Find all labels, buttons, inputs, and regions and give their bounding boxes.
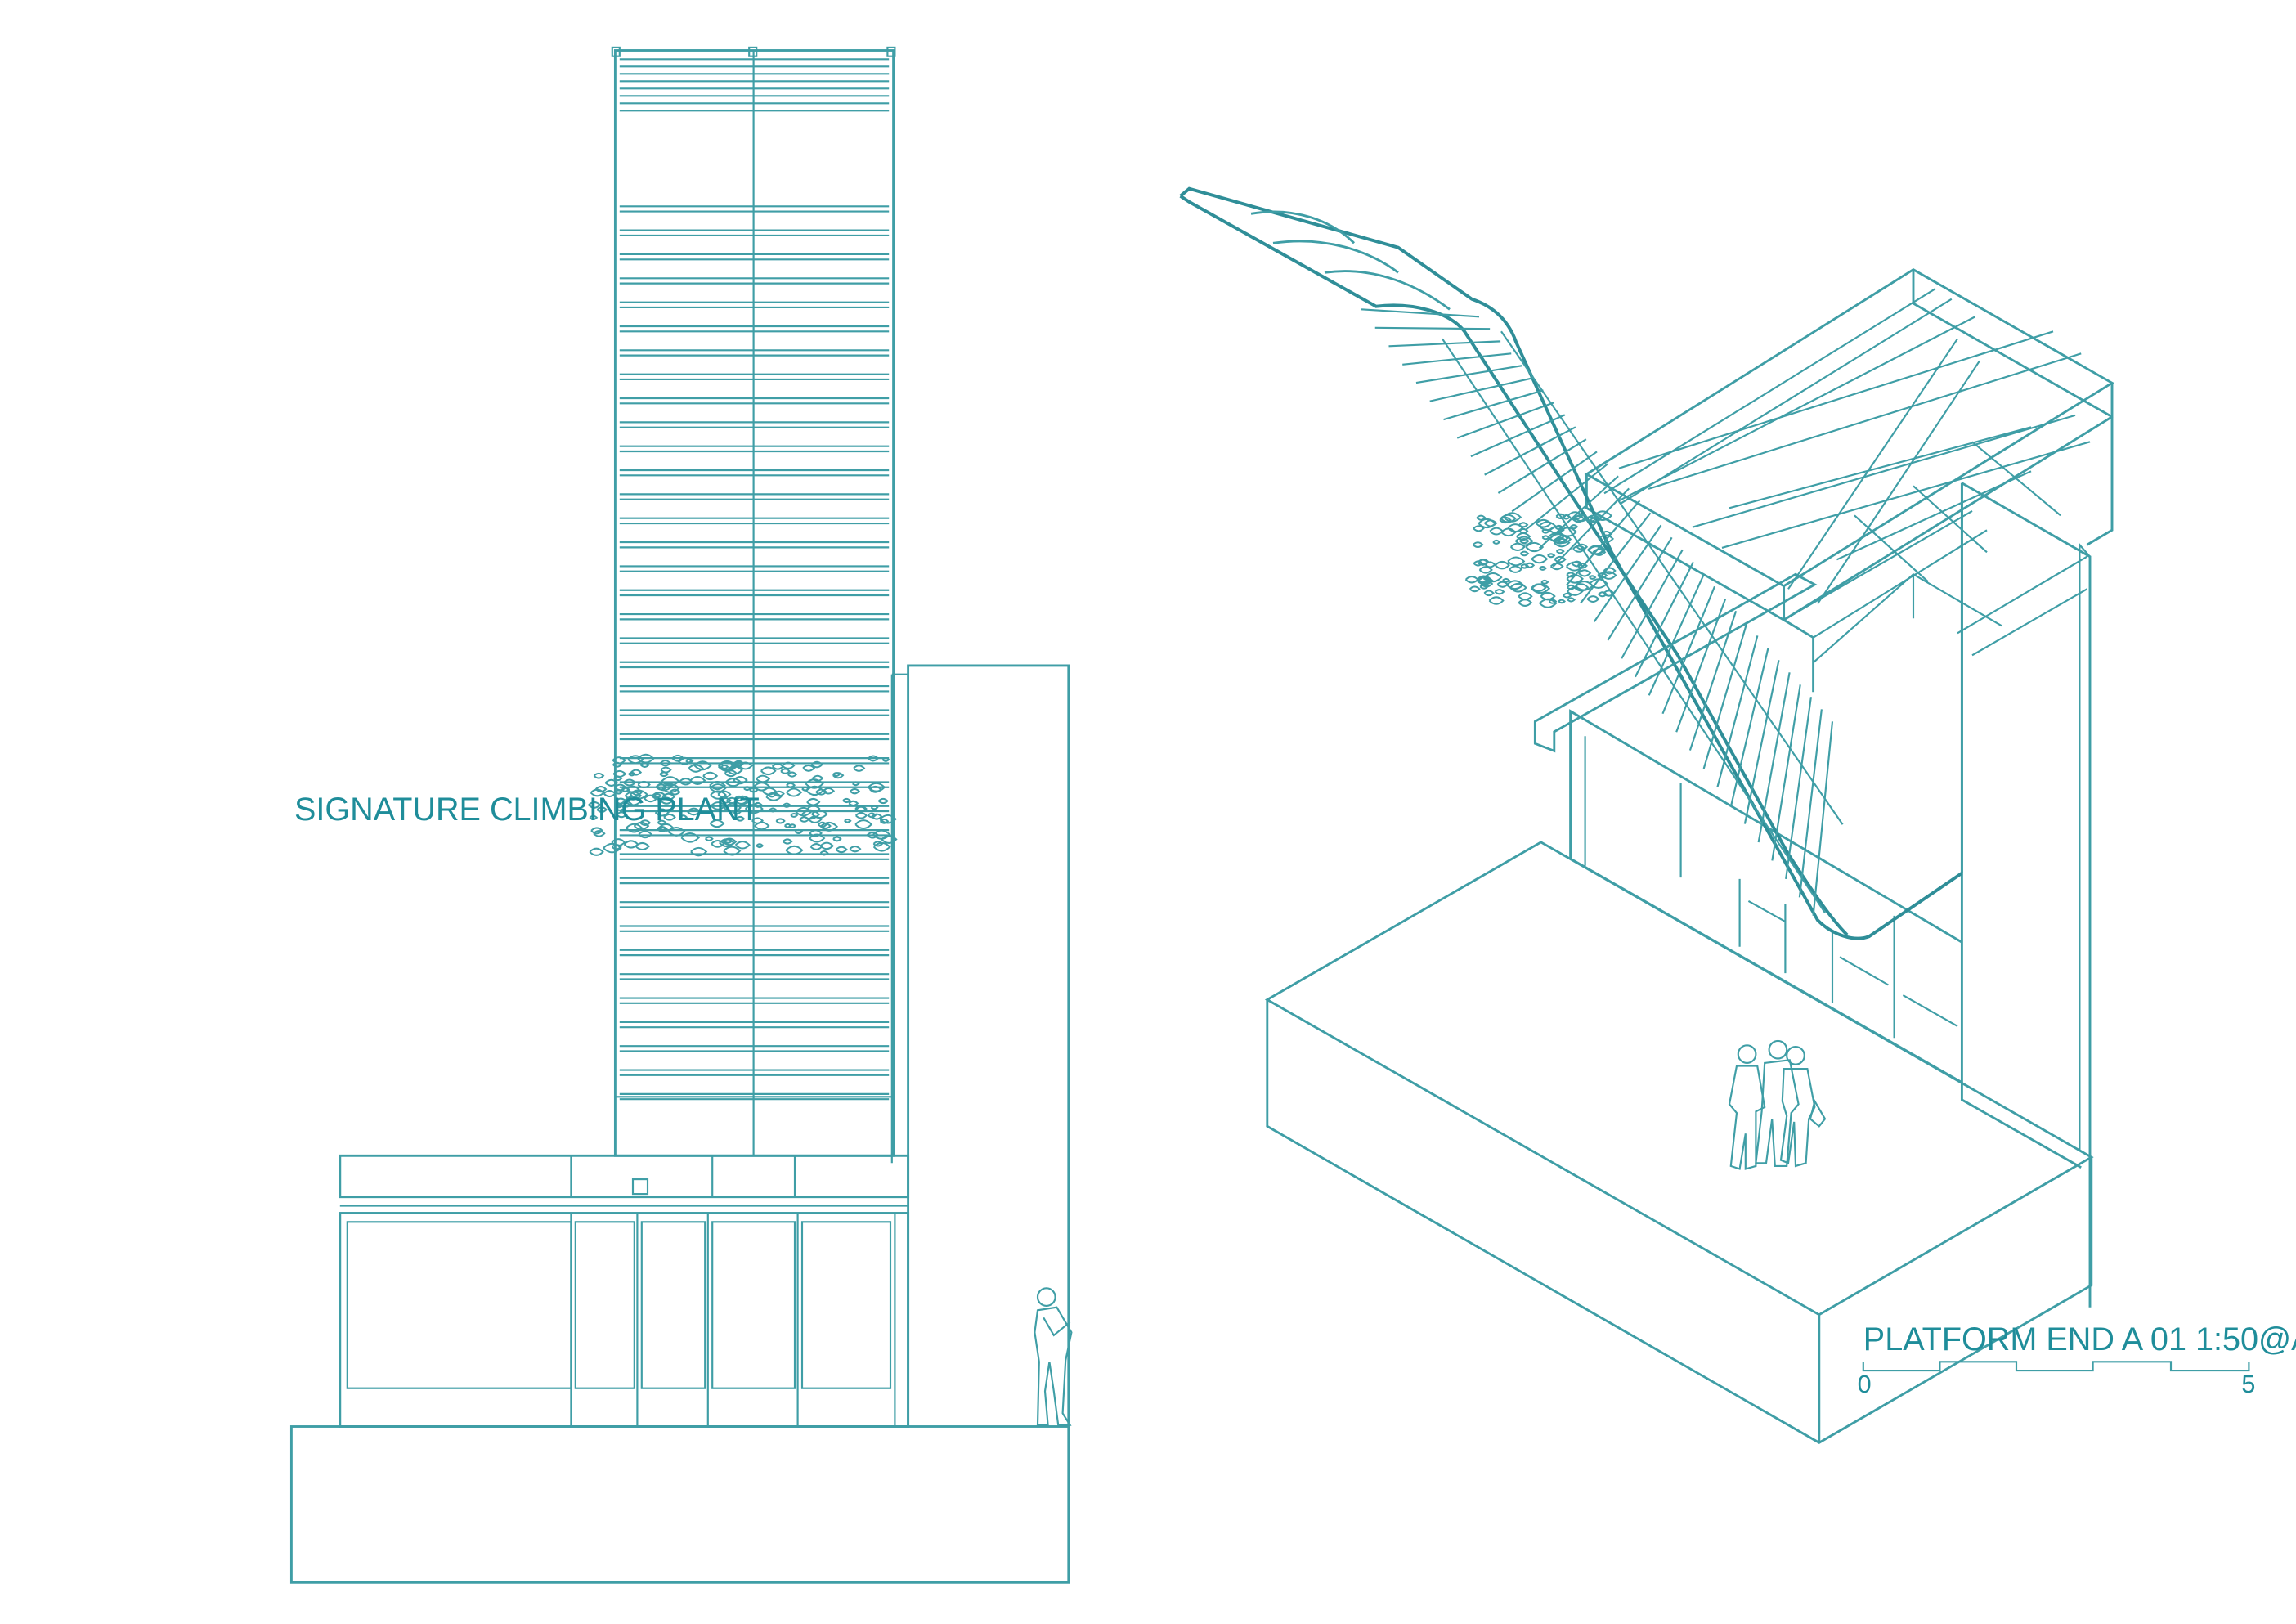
elevation-drawing: SIGNATURE CLIMBING PLANT [289, 46, 1073, 1584]
elevation-plinth [289, 1425, 1070, 1584]
drawing-title: PLATFORM END A 01 1:50@A2 [1863, 1321, 2296, 1357]
scale-start-label: 0 [1858, 1371, 1872, 1398]
climbing-plant-elevation [588, 753, 898, 857]
side-wall [907, 664, 1070, 1427]
platform-block [1264, 841, 2094, 1444]
storefront [339, 1212, 910, 1428]
louvre-tower [611, 46, 896, 1157]
plant-label: SIGNATURE CLIMBING PLANT [294, 792, 760, 828]
canopy-slats [1361, 308, 1844, 917]
people-group [1728, 1039, 1827, 1170]
roof-truss [1584, 268, 2114, 693]
parapet-band [339, 1154, 910, 1199]
climbing-plant-axo [1464, 510, 1617, 608]
person-figure [1034, 1287, 1073, 1426]
scale-bar [1862, 1361, 2250, 1372]
glazed-shopfront [1569, 709, 1963, 1083]
scale-end-label: 5 [2241, 1371, 2255, 1398]
louvre-canopy [1179, 186, 1963, 940]
side-wall-axo [1960, 482, 2092, 1308]
axonometric-drawing: PLATFORM END A 01 1:50@A2 0 5 [1179, 186, 2296, 1444]
tower-slats [619, 58, 890, 1101]
